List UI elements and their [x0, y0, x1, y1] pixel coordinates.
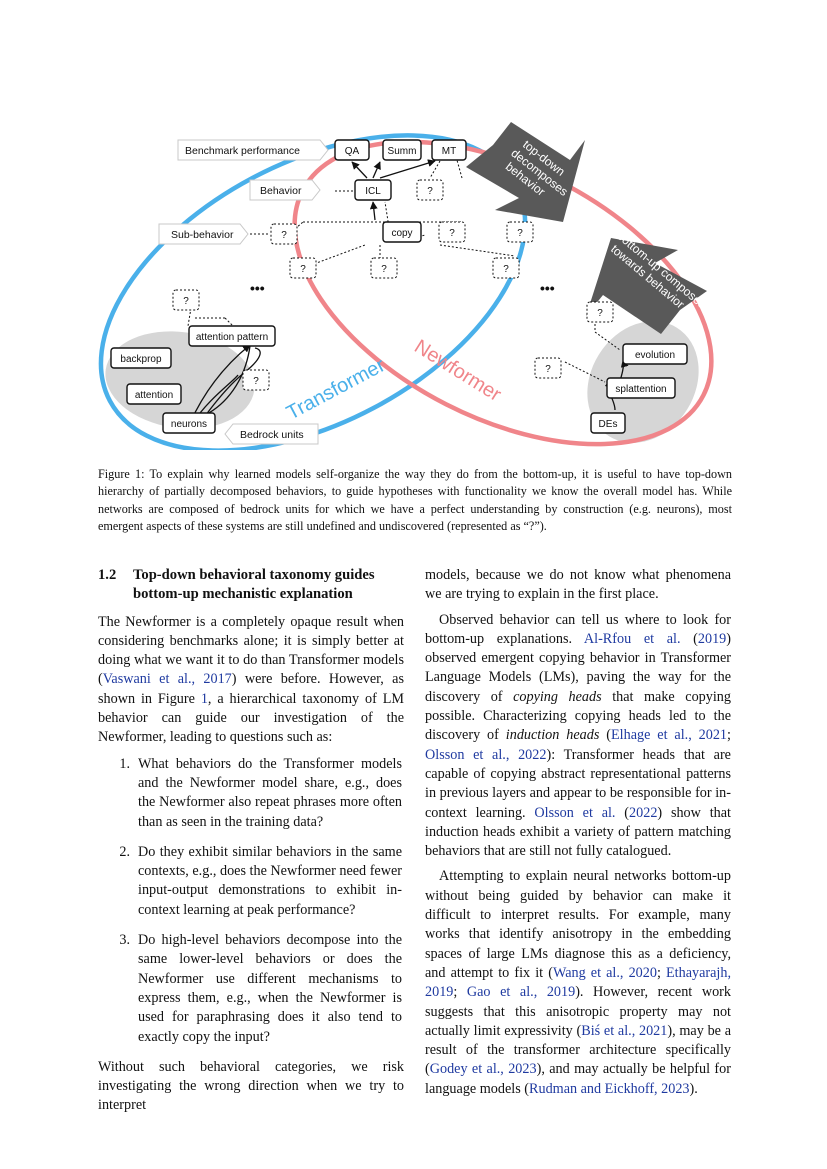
svg-text:?: ?	[183, 296, 189, 307]
section-heading: 1.2 Top-down behavioral taxonomy guides …	[98, 566, 404, 604]
svg-text:top-down decomposes: top-down decomposes behavior	[500, 135, 582, 212]
list-item: 3.Do high-level behaviors decompose into…	[119, 932, 402, 1045]
svg-text:?: ?	[449, 228, 455, 239]
svg-text:ICL: ICL	[365, 186, 381, 197]
node-unknown-sub-2: ?	[438, 221, 466, 243]
svg-text:attention pattern: attention pattern	[196, 332, 268, 343]
paragraph: Attempting to explain neural networks bo…	[425, 868, 732, 1097]
node-qa: QA	[334, 139, 370, 161]
node-unknown-bedrock-1: ?	[172, 289, 200, 311]
paragraph: models, because we do not know what phen…	[425, 567, 731, 603]
svg-text:MT: MT	[442, 146, 456, 157]
svg-text:evolution: evolution	[635, 350, 675, 361]
node-unknown-sub-1: ?	[270, 223, 298, 245]
svg-text:Sub-behavior: Sub-behavior	[171, 229, 234, 241]
citation-link[interactable]: Gao et al., 2019	[466, 984, 576, 1001]
svg-text:?: ?	[281, 230, 287, 241]
citation-link[interactable]: Godey et al., 2023	[429, 1061, 537, 1078]
node-unknown-bedrock-2: ?	[242, 369, 270, 391]
svg-text:?: ?	[381, 264, 387, 275]
paragraph: Without such behavioral categories, we r…	[98, 1058, 404, 1114]
ellipsis-left: •••	[250, 280, 265, 296]
svg-text:copy: copy	[391, 228, 412, 239]
right-column: models, because we do not know what phen…	[425, 566, 731, 1099]
citation-link[interactable]: Rudman and Eickhoff, 2023	[529, 1080, 690, 1097]
node-icl: ICL	[354, 179, 392, 201]
node-unknown-sub-4: ?	[289, 257, 317, 279]
svg-text:neurons: neurons	[171, 419, 207, 430]
node-attention: attention	[126, 383, 182, 405]
svg-text:?: ?	[545, 364, 551, 375]
citation-link[interactable]: Olsson et al., 2022	[425, 746, 547, 763]
node-unknown-bedrock-4: ?	[534, 357, 562, 379]
svg-text:splattention: splattention	[615, 384, 666, 395]
svg-text:?: ?	[597, 308, 603, 319]
svg-text:QA: QA	[345, 146, 360, 157]
svg-text:?: ?	[427, 186, 433, 197]
node-attention-pattern: attention pattern	[188, 325, 276, 347]
node-evolution: evolution	[622, 343, 688, 365]
ellipsis-right: •••	[540, 280, 555, 296]
list-item: 2.Do they exhibit similar behaviors in t…	[119, 843, 402, 918]
node-neurons: neurons	[162, 412, 216, 434]
figure-ref-link[interactable]: 1	[200, 690, 208, 707]
svg-text:Summ: Summ	[388, 146, 417, 157]
citation-link[interactable]: Ethayarajh, 2019	[425, 964, 731, 1001]
left-column: 1.2 Top-down behavioral taxonomy guides …	[98, 566, 404, 1116]
node-mt: MT	[431, 139, 467, 161]
node-summ: Summ	[382, 139, 422, 161]
svg-text:backprop: backprop	[120, 354, 162, 365]
svg-text:attention: attention	[135, 390, 173, 401]
svg-text:?: ?	[253, 376, 259, 387]
svg-text:?: ?	[503, 264, 509, 275]
behavior-label: Behavior	[249, 179, 321, 201]
section-number: 1.2	[98, 567, 117, 583]
svg-text:Behavior: Behavior	[260, 185, 302, 197]
benchmark-label: Benchmark performance	[177, 139, 329, 161]
svg-text:?: ?	[517, 228, 523, 239]
node-unknown-sub-6: ?	[492, 257, 520, 279]
node-unknown-behavior: ?	[416, 179, 444, 201]
svg-text:Bedrock units: Bedrock units	[240, 429, 304, 441]
bedrock-blob-newformer	[587, 321, 699, 443]
question-list: 1.What behaviors do the Transformer mode…	[98, 755, 404, 1047]
top-down-arrow: top-down decomposes behavior	[466, 122, 585, 222]
paragraph: The Newformer is a completely opaque res…	[98, 613, 405, 746]
citation-link[interactable]: Olsson et al.	[534, 804, 616, 821]
svg-text:DEs: DEs	[599, 419, 618, 430]
node-unknown-bedrock-3: ?	[586, 301, 614, 323]
node-copy: copy	[382, 221, 422, 243]
paragraph: Observed behavior can tell us where to l…	[425, 611, 731, 860]
node-backprop: backprop	[110, 347, 172, 369]
node-splattention: splattention	[606, 377, 676, 399]
figure-1-diagram: top-down decomposes behavior bottom-up c…	[98, 122, 714, 450]
node-unknown-sub-5: ?	[370, 257, 398, 279]
citation-link[interactable]: Elhage et al., 2021	[611, 727, 728, 744]
figure-caption: Figure 1: To explain why learned models …	[98, 467, 732, 534]
node-des: DEs	[590, 412, 626, 434]
transformer-label: Transformer	[283, 354, 389, 424]
citation-link[interactable]: 2019	[697, 630, 727, 647]
bedrock-label: Bedrock units	[224, 423, 319, 445]
node-unknown-sub-3: ?	[506, 221, 534, 243]
list-item: 1.What behaviors do the Transformer mode…	[119, 755, 402, 830]
citation-link[interactable]: Al-Rfou et al.	[583, 630, 681, 647]
citation-link[interactable]: 2022	[629, 804, 658, 821]
svg-text:?: ?	[300, 264, 306, 275]
citation-link[interactable]: Vaswani et al., 2017	[102, 671, 232, 688]
subbehavior-label: Sub-behavior	[158, 223, 249, 245]
svg-text:Benchmark performance: Benchmark performance	[185, 145, 300, 157]
citation-link[interactable]: Wang et al., 2020	[552, 964, 657, 981]
citation-link[interactable]: Biś et al., 2021	[581, 1022, 668, 1039]
section-title: Top-down behavioral taxonomy guides bott…	[133, 567, 375, 602]
